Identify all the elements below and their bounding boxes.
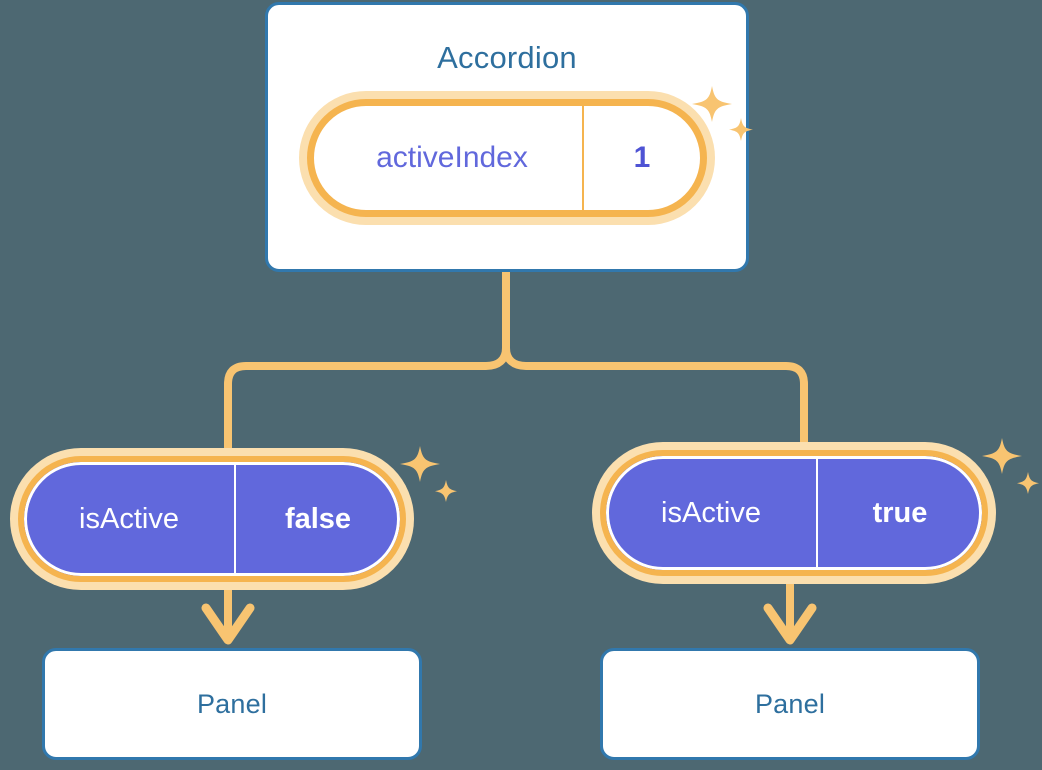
page-title: Accordion [437, 40, 577, 75]
sparkle-icon [688, 82, 760, 154]
state-pill-key: isActive [79, 502, 179, 535]
state-pill-is-active-true[interactable]: isActive true [600, 450, 988, 576]
state-pill-body: isActive true [600, 450, 988, 576]
sparkle-icon [978, 432, 1042, 504]
state-pill-active-index[interactable]: activeIndex 1 [307, 99, 707, 217]
panel-title: Panel [196, 688, 268, 719]
panel-card-right[interactable]: Panel [600, 648, 980, 760]
state-pill-body: isActive false [18, 456, 406, 582]
state-pill-is-active-false[interactable]: isActive false [18, 456, 406, 582]
state-pill-value: false [234, 462, 400, 576]
state-pill-value: true [816, 456, 982, 570]
state-pill-key: activeIndex [376, 141, 528, 174]
arrow-down-icon-right [763, 572, 817, 645]
panel-card-left[interactable]: Panel [42, 648, 422, 760]
arrow-down-icon-left [201, 578, 255, 645]
sparkle-icon [396, 440, 468, 512]
state-pill-value: 1 [582, 106, 700, 210]
panel-title: Panel [754, 688, 826, 719]
state-pill-key: isActive [661, 496, 761, 529]
state-pill-body: activeIndex 1 [307, 99, 707, 217]
